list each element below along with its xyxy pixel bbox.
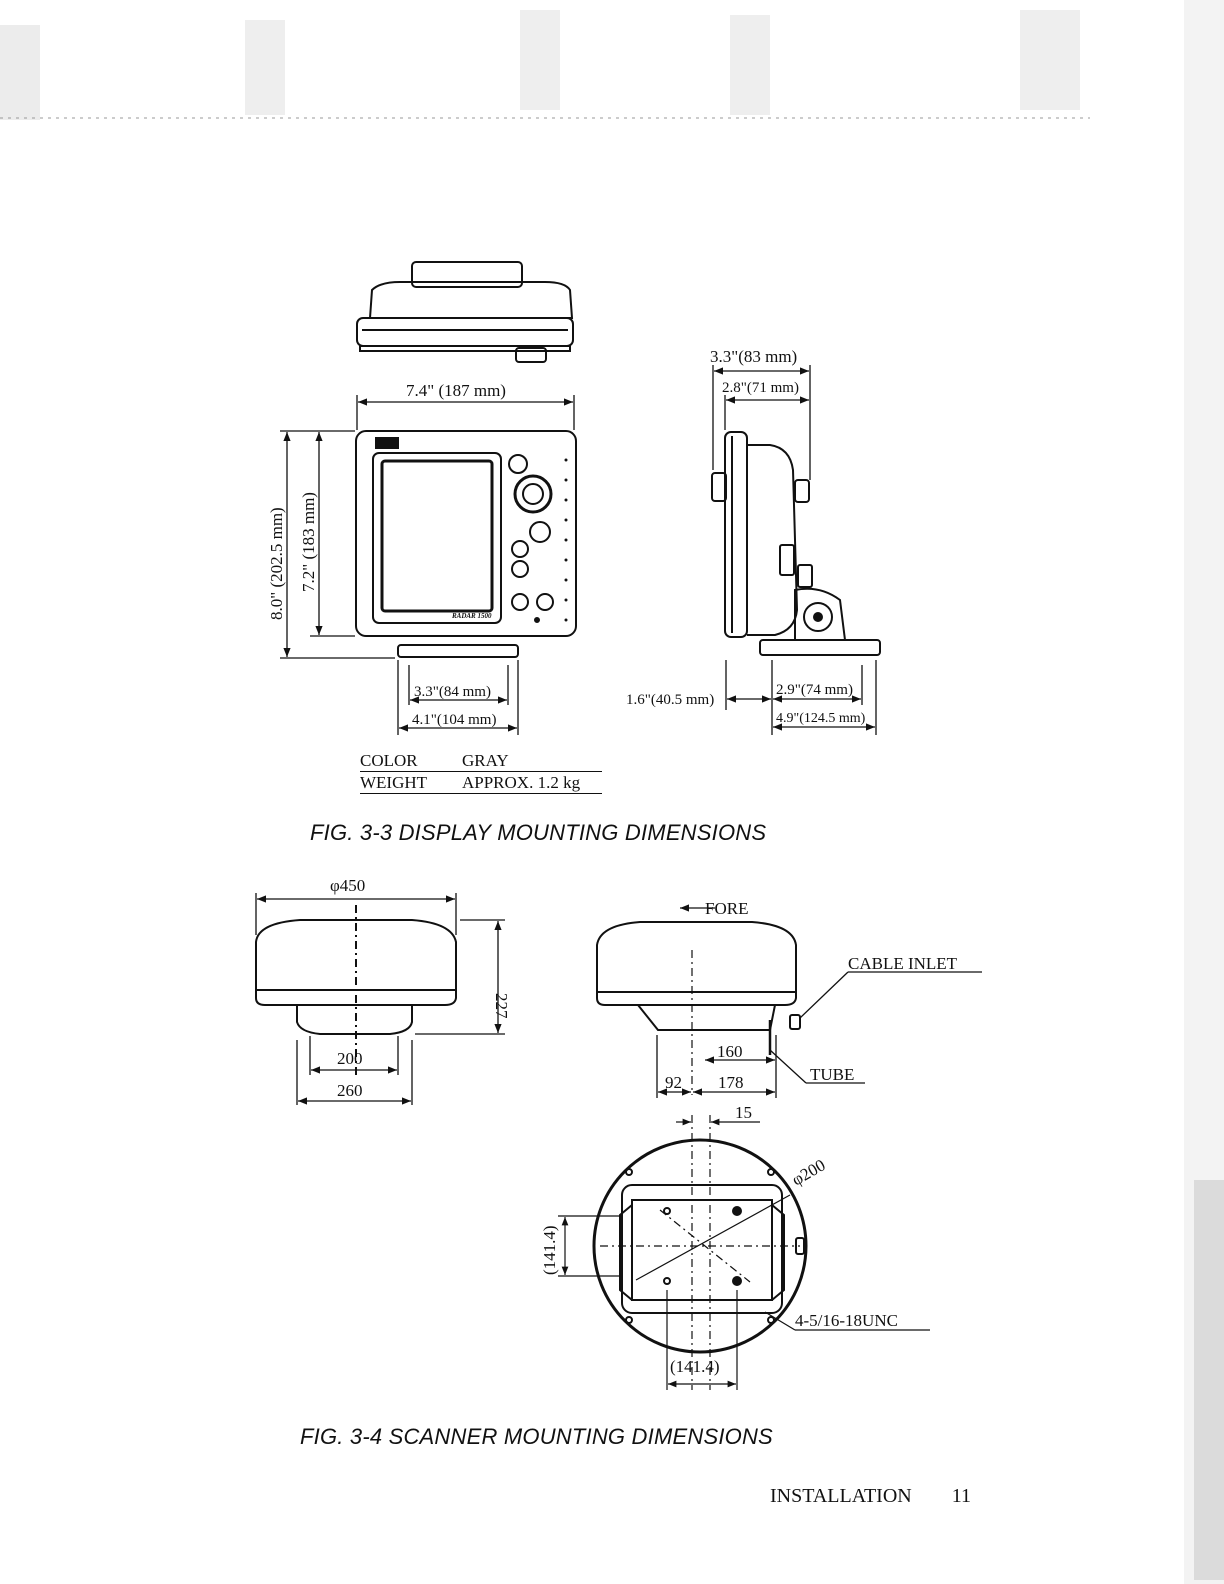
scanner-side-dimensions [656, 904, 982, 1098]
scanner-bottom-view [592, 1138, 808, 1354]
dim-depth-outer: 3.3"(83 mm) [710, 347, 797, 366]
front-panel-ticks [564, 458, 568, 622]
dim-side-base-inner: 2.9"(74 mm) [776, 682, 853, 698]
cable-inlet-label: CABLE INLET [848, 954, 958, 973]
spec-row-weight: WEIGHT APPROX. 1.2 kg [360, 772, 602, 794]
dim-base-outer: 4.1"(104 mm) [412, 712, 496, 728]
brand-label: RADAR 1500 [451, 612, 492, 620]
display-top-view [356, 261, 574, 363]
dim-scanner-base-outer: 260 [337, 1081, 363, 1100]
scanner-front-view [255, 905, 457, 1075]
page-footer: INSTALLATION 11 [770, 1485, 971, 1508]
scanner-side-view [596, 921, 801, 1095]
dim-178: 178 [718, 1073, 744, 1092]
dim-scanner-base-inner: 200 [337, 1049, 363, 1068]
spec-value: GRAY [462, 751, 509, 770]
page-number: 11 [951, 1485, 971, 1507]
dim-side-offset: 1.6"(40.5 mm) [626, 692, 714, 708]
dim-scanner-height: 227 [492, 993, 511, 1019]
figure-3-3-caption: FIG. 3-3 DISPLAY MOUNTING DIMENSIONS [310, 820, 767, 845]
dim-depth-inner: 2.8"(71 mm) [722, 380, 799, 396]
spec-key: WEIGHT [360, 773, 428, 792]
spec-row-color: COLOR GRAY [360, 750, 602, 772]
scan-noise-right [1184, 0, 1224, 1584]
dim-width: 7.4" (187 mm) [406, 381, 506, 400]
dim-160: 160 [717, 1042, 743, 1061]
dim-15: 15 [735, 1103, 752, 1122]
display-side-view [711, 431, 881, 656]
dim-phi200: φ200 [789, 1155, 829, 1189]
footer-section: INSTALLATION [770, 1485, 912, 1507]
dim-141-height: (141.4) [540, 1225, 559, 1275]
figure-3-4-caption: FIG. 3-4 SCANNER MOUNTING DIMENSIONS [300, 1424, 773, 1449]
display-side-dimensions [712, 365, 877, 735]
spec-value: APPROX. 1.2 kg [462, 773, 581, 792]
tube-label: TUBE [810, 1065, 854, 1084]
dim-height-inner: 7.2" (183 mm) [299, 492, 318, 592]
dim-141-width: (141.4) [670, 1357, 720, 1376]
scanner-bottom-dimensions [558, 1115, 930, 1390]
dim-diameter: φ450 [330, 876, 365, 895]
scan-noise-top [0, 10, 1090, 120]
display-front-view [355, 430, 577, 658]
display-front-dimensions [280, 395, 575, 735]
fore-label: FORE [705, 899, 748, 918]
dim-base-inner: 3.3"(84 mm) [414, 684, 491, 700]
dim-height-outer: 8.0" (202.5 mm) [267, 507, 286, 620]
dim-side-base-outer: 4.9"(124.5 mm) [776, 711, 866, 726]
scanner-front-dimensions [255, 893, 505, 1105]
spec-key: COLOR [360, 751, 418, 770]
bolt-spec-label: 4-5/16-18UNC [795, 1311, 898, 1330]
display-spec-table: COLOR GRAY WEIGHT APPROX. 1.2 kg [360, 750, 602, 794]
dim-92: 92 [665, 1073, 682, 1092]
